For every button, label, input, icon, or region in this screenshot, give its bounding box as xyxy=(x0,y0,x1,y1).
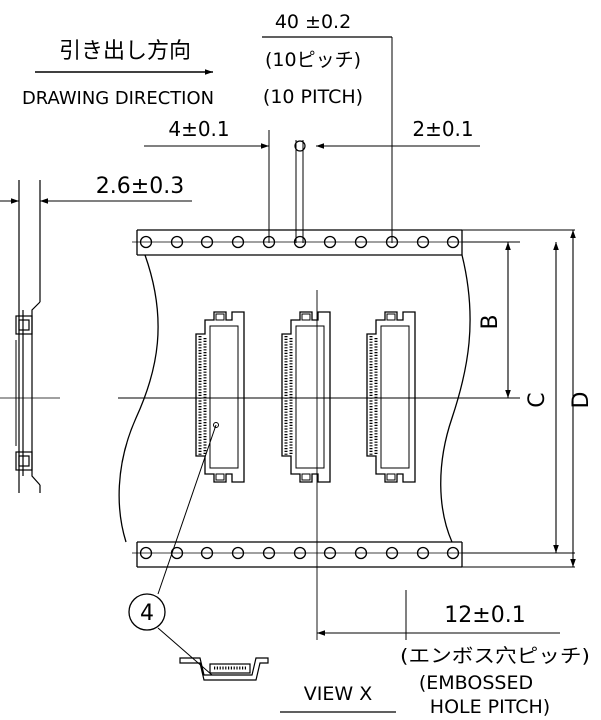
sprocket-hole xyxy=(323,235,337,249)
embossed-en-text-2: HOLE PITCH) xyxy=(430,696,550,718)
tape-body xyxy=(118,229,471,568)
connector-pocket-1 xyxy=(195,311,245,483)
dimension-d-text: D xyxy=(569,392,594,409)
view-x-label: VIEW X xyxy=(280,683,396,713)
dimension-c-text: C xyxy=(525,392,550,407)
tape-side-view xyxy=(0,180,60,493)
sprocket-hole xyxy=(416,546,430,560)
sprocket-hole xyxy=(231,235,245,249)
callout-leader-dot xyxy=(213,422,219,428)
sprocket-holes-top xyxy=(132,235,466,249)
tape-break-left xyxy=(118,254,159,543)
tape-break-right xyxy=(440,254,471,543)
side-view-bottom-latch-inner xyxy=(18,455,30,467)
pitch-total-dimension: 40 ±0.2 (10ピッチ) (10 PITCH) xyxy=(262,11,392,108)
side-view-top-latch xyxy=(15,315,33,335)
sprocket-hole xyxy=(139,546,153,560)
dimension-b: B xyxy=(478,242,511,398)
view-x-connector xyxy=(209,663,251,674)
right-offset-dimension: 2±0.1 xyxy=(316,117,480,149)
direction-en-text: DRAWING DIRECTION xyxy=(22,88,214,109)
view-x-text: VIEW X xyxy=(304,683,372,705)
callout-number: 4 xyxy=(140,601,154,626)
sprocket-hole xyxy=(139,235,153,249)
sprocket-hole xyxy=(385,235,399,249)
pocket-outline xyxy=(195,311,245,483)
sprocket-hole xyxy=(293,235,307,249)
embossed-en-text-1: (EMBOSSED xyxy=(419,672,533,694)
sprocket-hole xyxy=(200,546,214,560)
pocket-inner-outline xyxy=(209,325,239,469)
left-offset-text: 4±0.1 xyxy=(168,117,229,141)
sprocket-hole xyxy=(293,546,307,560)
left-offset-dimension: 4±0.1 xyxy=(144,117,269,149)
view-x-tape-profile xyxy=(179,657,269,681)
connector-pocket-2 xyxy=(280,310,332,484)
sprocket-hole xyxy=(262,546,276,560)
sprocket-hole xyxy=(231,546,245,560)
dimension-d: D xyxy=(569,230,594,567)
embossed-pitch-dimension: 12±0.1 (エンボス穴ピッチ) (EMBOSSED HOLE PITCH) xyxy=(317,603,590,718)
callout-balloon xyxy=(128,593,166,631)
sprocket-hole xyxy=(416,235,430,249)
sprocket-hole xyxy=(446,235,460,249)
sprocket-hole xyxy=(262,235,276,249)
callout-leader-to-view xyxy=(157,627,213,676)
dimension-c: C xyxy=(525,242,559,553)
callout-4: 4 xyxy=(128,422,219,676)
pitch-total-en-text: (10 PITCH) xyxy=(263,86,363,108)
sprocket-hole xyxy=(323,546,337,560)
direction-jp-text: 引き出し方向 xyxy=(59,39,191,64)
pitch-reference-circle xyxy=(294,140,306,152)
side-view-pocket-wall xyxy=(31,301,41,486)
sprocket-holes-bottom xyxy=(132,546,466,560)
embossed-pitch-text: 12±0.1 xyxy=(444,603,525,628)
side-view-bottom-latch xyxy=(15,451,33,471)
sprocket-hole xyxy=(446,546,460,560)
connector-pocket-3 xyxy=(365,310,417,484)
pocket-top-latch xyxy=(215,313,225,321)
sprocket-hole xyxy=(170,546,184,560)
side-view-top-latch-inner xyxy=(18,319,30,331)
pitch-total-text: 40 ±0.2 xyxy=(275,11,351,33)
thickness-dimension: 2.6±0.3 xyxy=(0,174,192,204)
sprocket-hole xyxy=(170,235,184,249)
pitch-total-jp-text: (10ピッチ) xyxy=(265,49,361,71)
dimension-b-text: B xyxy=(478,314,503,329)
embossed-jp-text: (エンボス穴ピッチ) xyxy=(400,645,590,667)
sprocket-hole xyxy=(354,235,368,249)
sprocket-hole xyxy=(354,546,368,560)
sprocket-hole xyxy=(200,235,214,249)
thickness-text: 2.6±0.3 xyxy=(96,174,184,199)
view-x-section xyxy=(179,657,269,681)
sprocket-hole xyxy=(385,546,399,560)
pocket-bottom-latch xyxy=(215,473,225,481)
callout-leader-line xyxy=(157,424,217,595)
right-offset-text: 2±0.1 xyxy=(412,117,473,141)
drawing-direction-label: 引き出し方向 DRAWING DIRECTION xyxy=(22,39,214,109)
